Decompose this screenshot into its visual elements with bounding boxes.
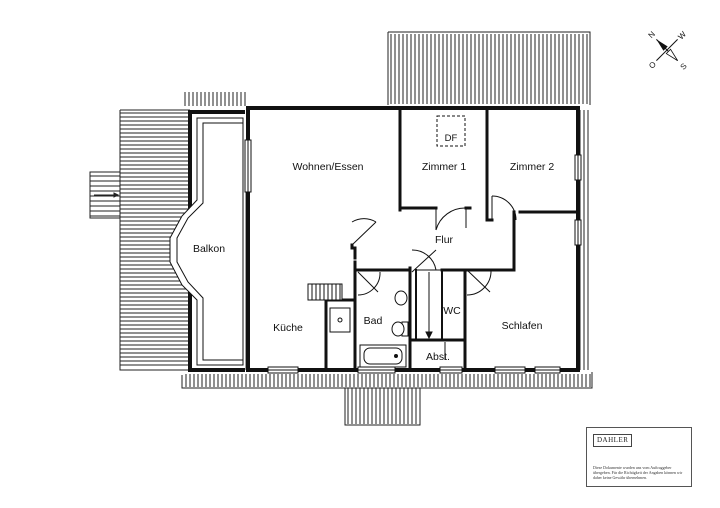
room-label-schlafen: Schlafen: [502, 320, 543, 332]
disclaimer-text: Diese Dokumente wurden uns vom Auftragge…: [593, 465, 683, 480]
skylight: [436, 115, 466, 147]
house-body: [248, 108, 580, 372]
room-label-flur: Flur: [435, 234, 454, 246]
kitchen-sink: [329, 307, 351, 333]
room-label-zimmer1: Zimmer 1: [422, 161, 466, 173]
internal-stair: [415, 269, 443, 341]
balcony: [169, 110, 250, 372]
roof-top-left-hatching: [184, 92, 246, 106]
compass-s: S: [679, 62, 689, 72]
roof-bottom-hatching: [185, 374, 591, 387]
legend-box: DAHLER Diese Dokumente wurden uns vom Au…: [586, 427, 692, 487]
skylight-label: DF: [445, 133, 458, 144]
room-label-zimmer2: Zimmer 2: [510, 161, 554, 173]
roof-top-hatching: [390, 34, 588, 104]
compass-o: O: [647, 60, 658, 71]
room-label-bad: Bad: [364, 315, 383, 327]
bathtub: [359, 344, 407, 368]
compass-w: W: [676, 29, 688, 41]
room-label-wc: WC: [443, 305, 461, 317]
room-label-abst: Abst.: [426, 351, 450, 363]
kitchen-stair: [307, 283, 343, 301]
external-stair: [89, 171, 121, 219]
washbasin: [394, 290, 408, 306]
doors: [351, 195, 517, 360]
room-label-wohnen: Wohnen/Essen: [292, 161, 363, 173]
brand-logo: DAHLER: [593, 434, 633, 447]
toilet: [391, 321, 409, 337]
roof-bottom-center-hatching: [347, 388, 417, 424]
room-label-kueche: Küche: [273, 322, 303, 334]
compass-icon: N S O W: [647, 29, 689, 72]
compass-n: N: [647, 29, 658, 40]
windows: [244, 139, 582, 374]
room-label-balkon: Balkon: [193, 243, 225, 255]
